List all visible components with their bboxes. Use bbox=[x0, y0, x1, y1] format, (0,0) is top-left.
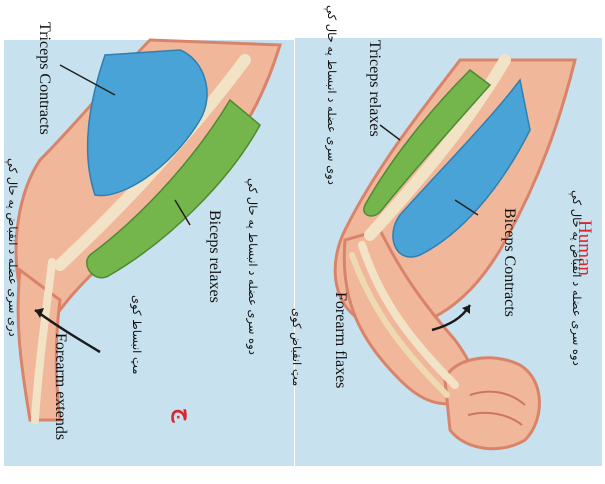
left-triceps-persian-label: دری سری عضله د انقباض په حال کې bbox=[7, 158, 19, 337]
right-triceps-label: Triceps relaxes bbox=[366, 40, 382, 137]
left-triceps-label: Triceps Contracts bbox=[36, 22, 52, 135]
right-fist bbox=[445, 358, 539, 449]
right-forearm-persian-label: مټ انقباض کوی bbox=[291, 308, 303, 386]
left-forearm-persian-label: مټ انبساط کوی bbox=[131, 295, 143, 374]
left-forearm-label: Forearm extends bbox=[52, 333, 68, 440]
panel-letter-mark: ج bbox=[173, 408, 195, 422]
left-biceps-label: Biceps relaxes bbox=[206, 210, 222, 303]
right-biceps-label: Biceps Contracts bbox=[501, 208, 517, 317]
right-triceps-persian-label: دوی سری عضله د انبساط په حال کې bbox=[326, 5, 338, 185]
right-biceps-persian-label: دوه سری عضله د انقباض په حال کې bbox=[571, 190, 583, 366]
right-forearm-label: Forearm flaxes bbox=[332, 292, 348, 388]
left-biceps-persian-label: دوه سری عضله د انبساط په حال کې bbox=[247, 178, 259, 355]
